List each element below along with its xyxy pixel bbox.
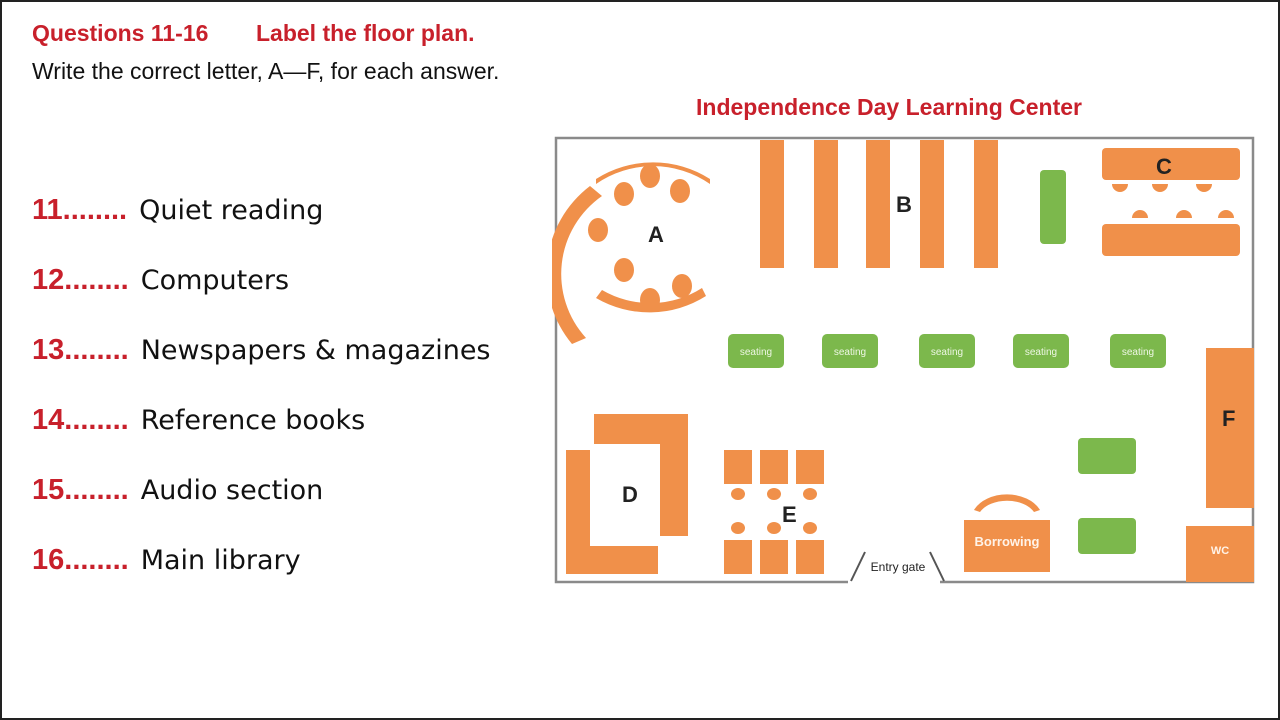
seating-box <box>1013 334 1069 368</box>
stool <box>803 522 817 534</box>
seating-box <box>919 334 975 368</box>
stool <box>640 288 660 312</box>
green-table <box>1078 518 1136 554</box>
area-b: B <box>760 140 998 268</box>
seating-label: seating <box>740 347 772 358</box>
question-number: 14........ <box>32 404 129 436</box>
question-11: 11........ Quiet reading <box>32 194 323 227</box>
entry-gate-label: Entry gate <box>871 560 926 574</box>
shelf <box>760 140 784 268</box>
seat <box>760 450 788 484</box>
area-a-label: A <box>648 222 664 247</box>
question-text: Main library <box>140 545 301 576</box>
stool <box>767 488 781 500</box>
entry-gate-post <box>850 551 866 582</box>
seating-label: seating <box>1122 347 1154 358</box>
shelf <box>866 140 890 268</box>
question-number: 12........ <box>32 264 129 296</box>
green-table <box>1078 438 1136 474</box>
stool <box>767 522 781 534</box>
question-text: Audio section <box>140 475 324 506</box>
wc-label: WC <box>1211 545 1229 557</box>
stool <box>640 164 660 188</box>
stool <box>731 488 745 500</box>
question-number: 16........ <box>32 544 129 576</box>
bench-r <box>594 414 688 536</box>
green-table <box>1040 170 1066 244</box>
instruction: Write the correct letter, A—F, for each … <box>32 58 500 84</box>
question-14: 14........ Reference books <box>32 404 365 437</box>
borrowing-desk: Borrowing <box>964 494 1050 572</box>
borrowing-label: Borrowing <box>975 534 1040 549</box>
seat <box>724 540 752 574</box>
stool <box>803 488 817 500</box>
question-12: 12........ Computers <box>32 264 289 297</box>
area-f-label: F <box>1222 406 1235 431</box>
seat <box>724 450 752 484</box>
entry-gate-post <box>929 551 945 582</box>
area-a: A <box>552 162 710 344</box>
seating-row: seating seating seating seating seating <box>728 334 1166 368</box>
desk <box>1102 224 1240 256</box>
borrowing-chair <box>974 494 1040 512</box>
stool <box>614 258 634 282</box>
seat <box>760 540 788 574</box>
area-c: C <box>1102 148 1240 256</box>
seating-label: seating <box>834 347 866 358</box>
seating-box <box>822 334 878 368</box>
shelf-f <box>1206 348 1254 508</box>
area-e-label: E <box>782 502 797 527</box>
question-13: 13........ Newspapers & magazines <box>32 334 491 367</box>
question-16: 16........ Main library <box>32 544 301 577</box>
area-d: D <box>566 414 688 574</box>
wc-room <box>1186 526 1254 582</box>
question-number: 15........ <box>32 474 129 506</box>
shelf <box>814 140 838 268</box>
question-text: Computers <box>140 265 290 296</box>
stool <box>588 218 608 242</box>
curved-bench-bottom <box>596 288 706 313</box>
area-c-label: C <box>1156 154 1172 179</box>
area-d-label: D <box>622 482 638 507</box>
seating-box <box>1110 334 1166 368</box>
questions-label: Questions 11-16 <box>32 20 209 46</box>
shelf <box>920 140 944 268</box>
curved-bench-top <box>596 162 710 184</box>
wc: WC <box>1186 526 1254 582</box>
stool <box>672 274 692 298</box>
plan-title: Independence Day Learning Center <box>696 94 1082 120</box>
question-text: Quiet reading <box>139 195 324 226</box>
area-e: E <box>724 450 824 574</box>
desk <box>1102 148 1240 180</box>
task-title: Label the floor plan. <box>256 20 475 46</box>
area-b-label: B <box>896 192 912 217</box>
question-number: 13........ <box>32 334 129 366</box>
question-text: Newspapers & magazines <box>140 335 491 366</box>
curved-bench-left <box>552 186 602 344</box>
stool <box>731 522 745 534</box>
question-15: 15........ Audio section <box>32 474 323 507</box>
bench-l <box>566 450 658 574</box>
seat <box>796 450 824 484</box>
area-f: F <box>1206 348 1254 508</box>
floor-plan: Entry gate A B C seating seating <box>552 136 1255 584</box>
seating-box <box>728 334 784 368</box>
stool <box>670 179 690 203</box>
stool <box>614 182 634 206</box>
seat <box>796 540 824 574</box>
seating-label: seating <box>1025 347 1057 358</box>
question-number: 11........ <box>32 194 128 226</box>
question-text: Reference books <box>140 405 366 436</box>
chairs-bottom <box>1132 210 1234 218</box>
borrowing-counter <box>964 520 1050 572</box>
seating-label: seating <box>931 347 963 358</box>
chairs-top <box>1112 184 1212 192</box>
shelf <box>974 140 998 268</box>
